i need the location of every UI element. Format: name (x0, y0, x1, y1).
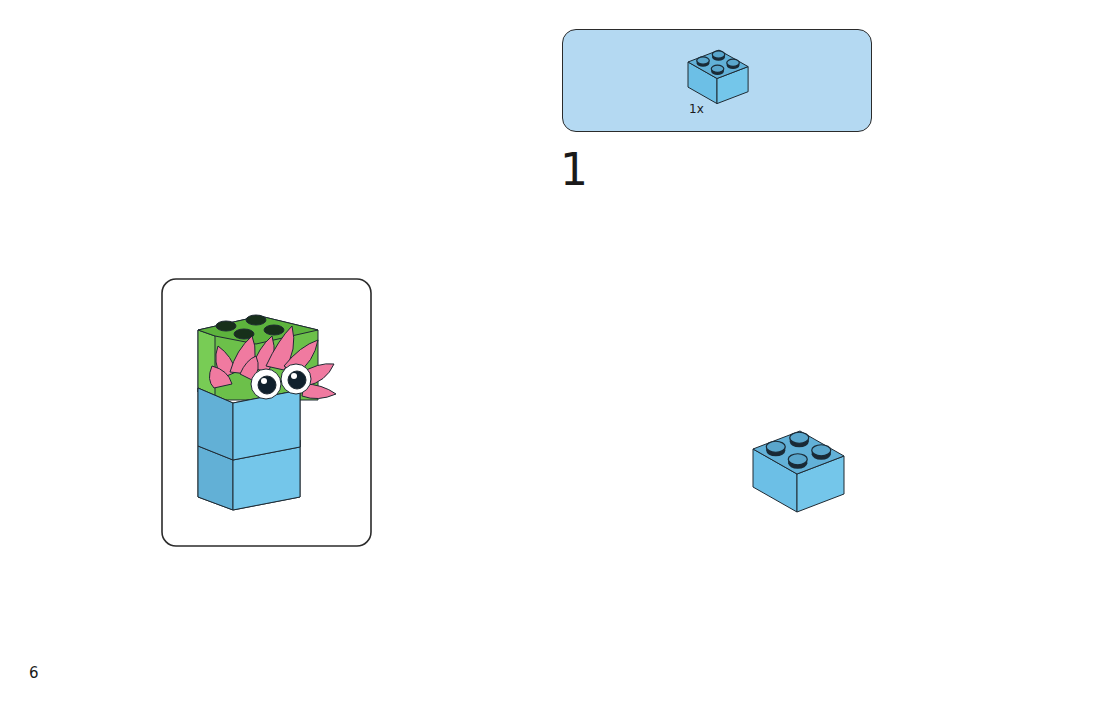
brick-step-1 (753, 431, 844, 512)
stud-top (766, 441, 785, 452)
page-number: 6 (29, 665, 39, 682)
step-number: 1 (560, 146, 588, 194)
stud-top (790, 432, 809, 443)
stud-top (812, 445, 831, 456)
finished-model (198, 315, 336, 510)
stud-top (712, 51, 725, 58)
parts-callout: 1x (562, 29, 872, 132)
brick-part (688, 50, 748, 104)
model-frame (162, 279, 371, 546)
stud-top (711, 65, 724, 72)
brick-face (688, 50, 748, 78)
part-count: 1x (689, 102, 704, 116)
part-picture (563, 30, 873, 133)
stud-top (788, 454, 807, 465)
stud-top (727, 59, 740, 66)
brick-face (753, 431, 844, 474)
stud-top (697, 57, 710, 64)
